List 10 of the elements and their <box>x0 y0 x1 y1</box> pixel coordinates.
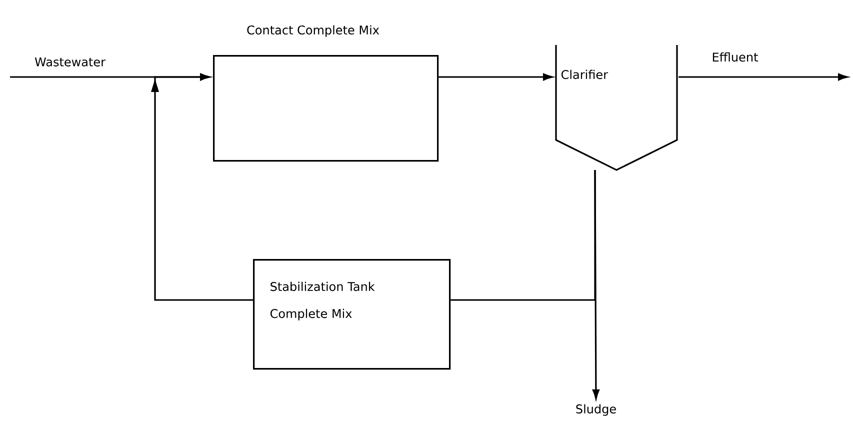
clarifier-tank: Clarifier <box>555 45 678 171</box>
edge-label: Wastewater <box>34 58 106 66</box>
process-box: Contact Complete Mix <box>213 25 439 162</box>
output-label: Sludge <box>576 404 616 416</box>
node-label: Contact Complete Mix <box>247 25 380 37</box>
arrow <box>678 73 848 81</box>
arrow <box>151 73 253 301</box>
arrow <box>438 73 553 81</box>
process-box: Stabilization Tank Complete Mix <box>253 259 451 370</box>
edge-label: Effluent <box>712 52 758 62</box>
